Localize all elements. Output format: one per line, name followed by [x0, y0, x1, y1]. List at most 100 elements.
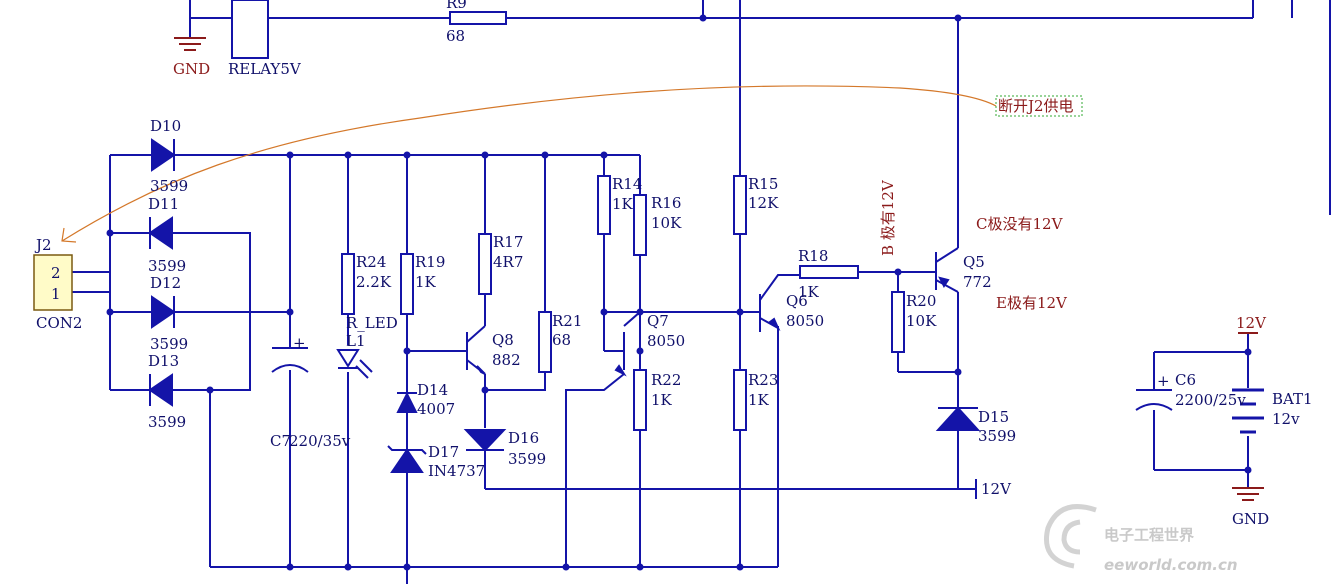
label-gnd-top: GND	[173, 60, 210, 78]
label-d15-val: 3599	[978, 427, 1016, 445]
transistor-q5[interactable]	[935, 247, 959, 293]
relay-body[interactable]	[231, 0, 269, 59]
label-d16: D16	[508, 429, 539, 447]
diode-d14[interactable]	[396, 391, 418, 413]
battery-bat1[interactable]	[1232, 388, 1264, 434]
label-d11-val: 3599	[148, 257, 186, 275]
resistor-r19[interactable]	[400, 253, 414, 315]
label-d10-val: 3599	[150, 177, 188, 195]
resistor-r14[interactable]	[597, 175, 611, 235]
diode-d16[interactable]	[463, 429, 507, 452]
diode-d12[interactable]	[151, 295, 176, 329]
wires	[72, 0, 1331, 584]
capacitor-c6[interactable]	[1135, 389, 1173, 411]
label-c7-val: 220/35v	[289, 432, 351, 450]
label-d13: D13	[148, 352, 179, 370]
transistor-q8[interactable]	[466, 325, 486, 375]
resistor-r17[interactable]	[478, 233, 492, 295]
label-bat1-val: 12v	[1272, 410, 1300, 428]
label-r20: R20	[906, 292, 936, 310]
note-box	[995, 95, 1083, 117]
label-j2: J2	[34, 236, 52, 254]
label-vcc-12v: 12V	[1236, 314, 1267, 332]
diode-d15[interactable]	[935, 406, 981, 431]
resistor-r22[interactable]	[633, 369, 647, 431]
label-r14: R14	[612, 175, 642, 193]
label-c7: C7	[270, 432, 291, 450]
capacitor-c7[interactable]	[271, 347, 309, 373]
label-r15: R15	[748, 175, 778, 193]
note-c-pole: C极没有12V	[976, 215, 1064, 233]
label-d11: D11	[148, 195, 179, 213]
label-q5: Q5	[963, 253, 985, 271]
annotation-curve	[61, 85, 997, 242]
label-c7-plus: +	[293, 334, 306, 352]
watermark-cn: 电子工程世界	[1104, 526, 1194, 544]
resistor-r23[interactable]	[733, 369, 747, 431]
resistor-r21[interactable]	[538, 311, 552, 373]
note-cut-j2: 断开J2供电	[998, 97, 1074, 115]
label-r9-val: 68	[446, 27, 465, 45]
label-r20-val: 10K	[906, 312, 937, 330]
label-d13-val: 3599	[148, 413, 186, 431]
watermark-en: eeworld.com.cn	[1104, 556, 1238, 574]
label-r18: R18	[798, 247, 828, 265]
label-bat1: BAT1	[1272, 390, 1313, 408]
resistor-r20[interactable]	[891, 291, 905, 353]
gnd-icon-bottom	[1232, 487, 1264, 501]
label-r22-val: 1K	[651, 391, 673, 409]
arrow-icon	[61, 227, 77, 243]
label-r18-val: 1K	[798, 283, 820, 301]
transistor-q7[interactable]	[614, 332, 627, 377]
resistor-r24[interactable]	[341, 253, 355, 315]
label-d12: D12	[150, 274, 181, 292]
zener-d17[interactable]	[387, 445, 427, 473]
label-d12-val: 3599	[150, 335, 188, 353]
label-r14-val: 1K	[612, 195, 634, 213]
label-r15-val: 12K	[748, 194, 779, 212]
label-q7-val: 8050	[647, 332, 685, 350]
label-d17: D17	[428, 443, 459, 461]
label-q6: Q6	[786, 292, 808, 310]
label-r16-val: 10K	[651, 214, 682, 232]
connector-j2[interactable]	[33, 254, 73, 311]
label-r16: R16	[651, 194, 681, 212]
port-12v-symbol	[958, 479, 977, 499]
label-port-12v: 12V	[981, 480, 1012, 498]
label-d15: D15	[978, 408, 1009, 426]
label-r23: R23	[748, 371, 778, 389]
label-d14-val: 4007	[417, 400, 455, 418]
diode-d13[interactable]	[148, 373, 173, 407]
label-r17-val: 4R7	[493, 253, 523, 271]
resistor-r9[interactable]	[449, 11, 507, 25]
note-b-pole: B 极有12V	[879, 179, 897, 256]
label-r23-val: 1K	[748, 391, 770, 409]
transistor-q6[interactable]	[759, 294, 781, 332]
label-j2-type: CON2	[36, 314, 82, 332]
label-q6-val: 8050	[786, 312, 824, 330]
diode-d10[interactable]	[151, 138, 176, 172]
note-e-pole: E极有12V	[996, 294, 1068, 312]
resistor-r15[interactable]	[733, 175, 747, 235]
junctions	[106, 14, 1252, 571]
label-d16-val: 3599	[508, 450, 546, 468]
label-d17-val: IN4737	[428, 462, 485, 480]
resistor-r16[interactable]	[633, 194, 647, 256]
label-r24: R24	[356, 253, 386, 271]
resistor-r18[interactable]	[799, 265, 859, 279]
led-l1[interactable]	[336, 349, 373, 379]
diode-d11[interactable]	[148, 216, 173, 250]
label-q7: Q7	[647, 312, 669, 330]
label-r17: R17	[493, 233, 523, 251]
label-c6: C6	[1175, 371, 1196, 389]
label-r24-val: 2.2K	[356, 273, 392, 291]
label-c6-plus: +	[1157, 372, 1170, 390]
label-r21: R21	[552, 312, 582, 330]
label-r21-val: 68	[552, 331, 571, 349]
label-c6-val: 2200/25v	[1175, 391, 1246, 409]
label-r9: R9	[446, 0, 467, 12]
label-r-led: R_LED	[346, 314, 398, 332]
label-q8-val: 882	[492, 351, 521, 369]
watermark-logo-icon	[1044, 504, 1097, 569]
